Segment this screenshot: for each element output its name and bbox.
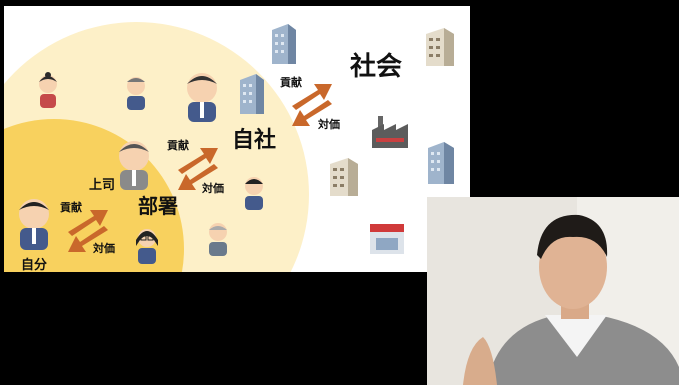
person-icon [209,223,227,256]
office-building-icon [426,28,454,66]
office-building-icon [428,142,454,184]
self-label: 自分 [21,258,48,272]
store-icon [370,224,404,254]
person-icon [136,229,158,264]
presenter-icon [427,197,679,385]
society-label: 社会 [350,52,403,82]
contribution-label-3: 貢献 [60,201,82,214]
compensation-label-2: 対価 [202,182,224,195]
exchange-arrows-icon [68,210,108,252]
exchange-arrows-icon [292,84,332,126]
office-building-icon [272,24,296,64]
presentation-slide: 社会 自社 部署 上司 自分 貢献 対価 貢献 対価 貢献 対価 [4,6,470,272]
factory-icon [372,116,408,148]
exchange-arrows-icon [178,148,218,190]
contribution-label-1: 貢献 [280,76,302,89]
compensation-label-3: 対価 [93,242,115,255]
office-building-icon [240,74,264,114]
department-label: 部署 [138,194,178,218]
person-icon [119,141,149,190]
person-icon [39,72,57,108]
compensation-label-1: 対価 [318,118,340,131]
office-building-icon [330,158,358,196]
company-label: 自社 [232,128,277,153]
person-icon [245,177,263,210]
person-icon [127,77,145,110]
person-icon [19,199,49,250]
presenter-video [427,197,679,385]
person-icon [187,73,217,122]
contribution-label-2: 貢献 [167,139,189,152]
boss-label: 上司 [89,178,116,193]
